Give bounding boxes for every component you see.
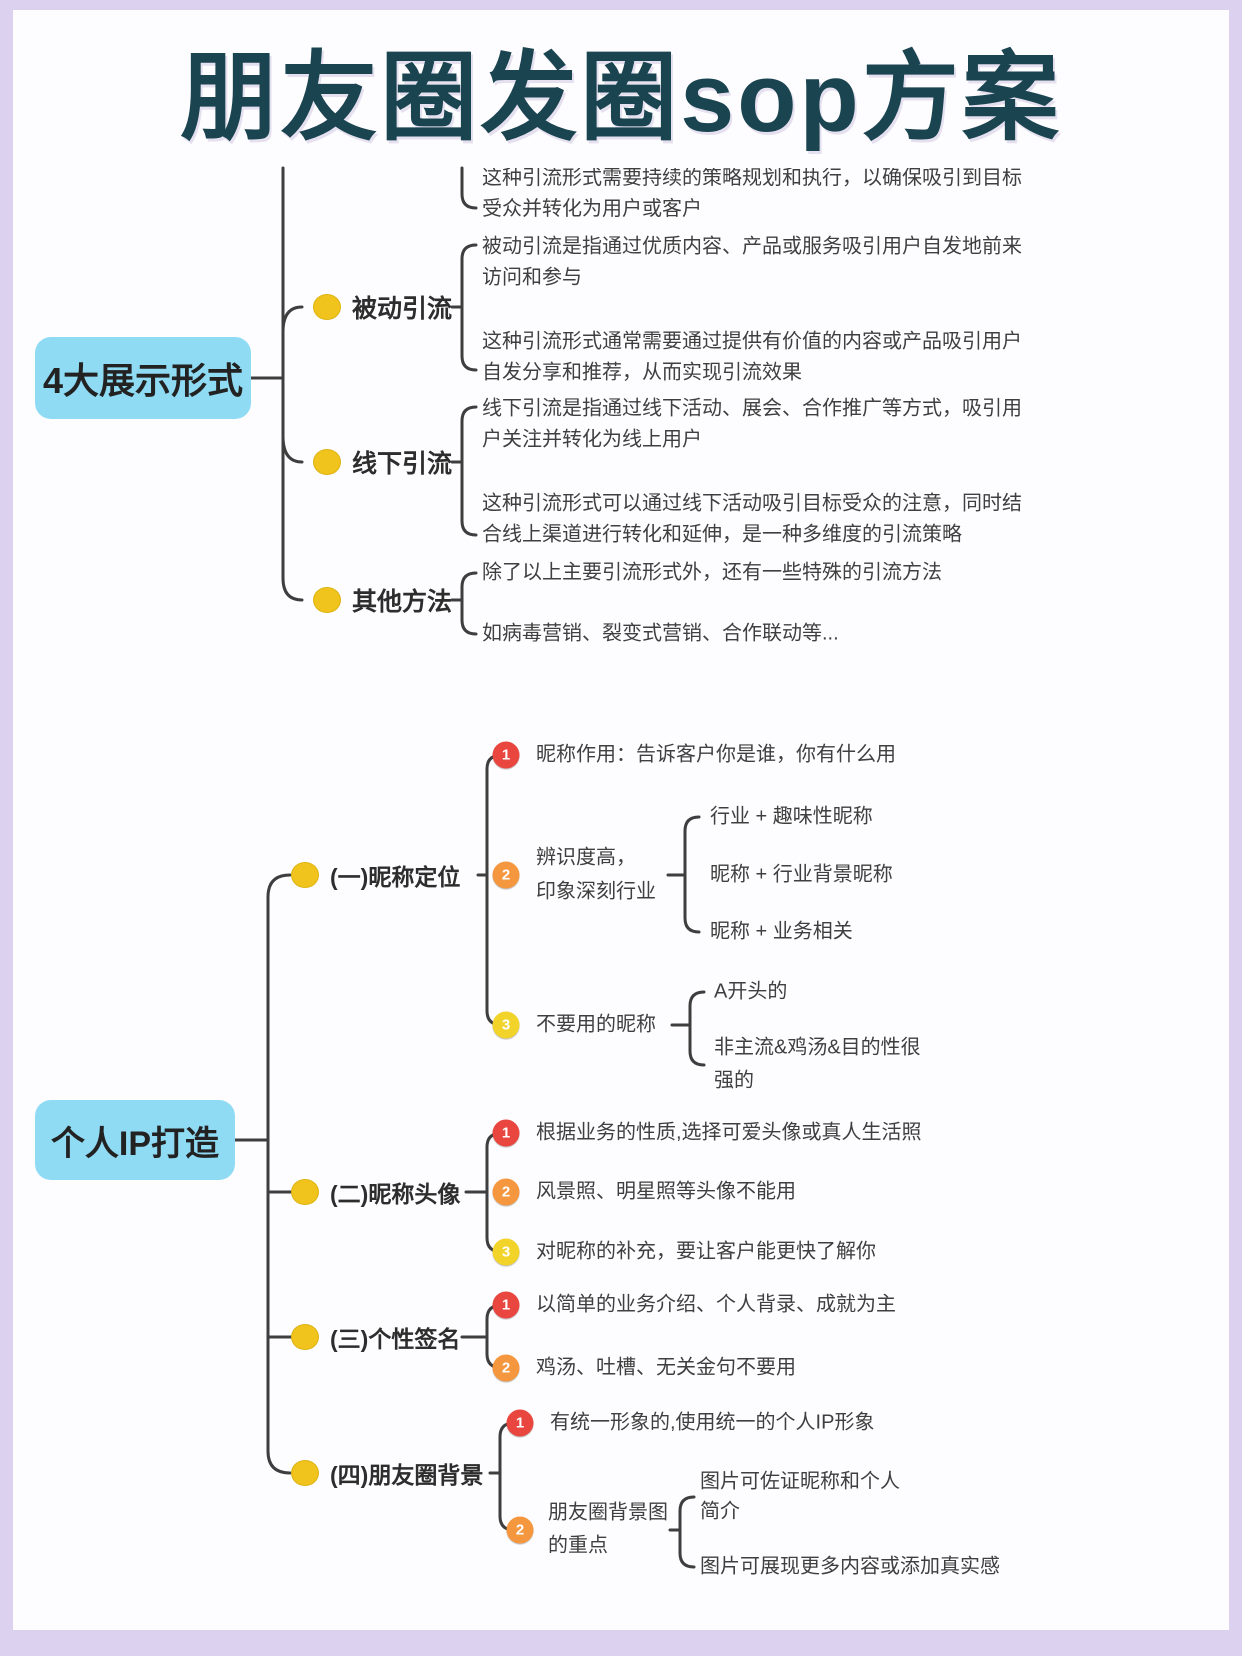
branch-label-signature: (三)个性签名	[330, 1326, 461, 1352]
branch-dot	[291, 1324, 319, 1350]
numbered-badge-2: 2	[492, 861, 520, 889]
branch-label-passive-traffic: 被动引流	[352, 295, 453, 323]
note-line: 昵称 + 行业背景昵称	[710, 863, 893, 886]
note-line: 非主流&鸡汤&目的性很	[714, 1036, 921, 1059]
note-line: 印象深刻行业	[536, 880, 656, 903]
branch-label-nickname-avatar: (二)昵称头像	[330, 1181, 461, 1207]
note-line: 行业 + 趣味性昵称	[710, 805, 873, 828]
note-line: 对昵称的补充，要让客户能更快了解你	[536, 1240, 876, 1263]
branch-dot	[313, 587, 341, 613]
numbered-badge-1: 1	[492, 741, 520, 769]
branch-dot	[313, 294, 341, 320]
root-node-personal-ip: 个人IP打造	[35, 1100, 235, 1180]
note-line: A开头的	[714, 980, 788, 1003]
branch-label-nickname-positioning: (一)昵称定位	[330, 864, 461, 890]
note-line: 这种引流形式可以通过线下活动吸引目标受众的注意，同时结	[482, 492, 1022, 515]
note-line: 根据业务的性质,选择可爱头像或真人生活照	[536, 1121, 922, 1144]
note-line: 不要用的昵称	[536, 1013, 656, 1036]
note-line: 自发分享和推荐，从而实现引流效果	[482, 361, 802, 384]
note-line: 访问和参与	[482, 266, 582, 289]
note-line: 风景照、明星照等头像不能用	[536, 1180, 796, 1203]
numbered-badge-2: 2	[492, 1178, 520, 1206]
numbered-badge-1: 1	[492, 1119, 520, 1147]
note-line: 简介	[700, 1500, 740, 1523]
page-title: 朋友圈发圈sop方案	[180, 43, 1062, 152]
numbered-badge-2: 2	[492, 1354, 520, 1382]
note-line: 线下引流是指通过线下活动、展会、合作推广等方式，吸引用	[482, 397, 1022, 420]
poster-canvas	[13, 10, 1229, 1630]
note-line: 的重点	[548, 1534, 608, 1557]
note-line: 昵称作用：告诉客户你是谁，你有什么用	[536, 743, 896, 766]
branch-dot	[313, 449, 341, 475]
note-line: 鸡汤、吐槽、无关金句不要用	[536, 1356, 796, 1379]
note-line: 图片可展现更多内容或添加真实感	[700, 1555, 1000, 1578]
numbered-badge-2: 2	[506, 1516, 534, 1544]
note-line: 昵称 + 业务相关	[710, 920, 853, 943]
numbered-badge-1: 1	[492, 1291, 520, 1319]
numbered-badge-3: 3	[492, 1238, 520, 1266]
note-line: 户关注并转化为线上用户	[482, 428, 702, 451]
branch-label-moments-background: (四)朋友圈背景	[330, 1462, 484, 1488]
note-line: 除了以上主要引流形式外，还有一些特殊的引流方法	[482, 561, 942, 584]
branch-label-other-methods: 其他方法	[352, 588, 453, 616]
branch-dot	[291, 1460, 319, 1486]
cutoff-branch-text: 这种引流形式需要持续的策略规划和执行，以确保吸引到目标 受众并转化为用户或客户	[480, 168, 1045, 226]
note-line: 这种引流形式通常需要通过提供有价值的内容或产品吸引用户	[482, 330, 1022, 353]
branch-dot	[291, 1179, 319, 1205]
numbered-badge-1: 1	[506, 1409, 534, 1437]
note-line: 辨识度高，	[536, 846, 636, 869]
note-line: 被动引流是指通过优质内容、产品或服务吸引用户自发地前来	[482, 235, 1022, 258]
note-line: 有统一形象的,使用统一的个人IP形象	[550, 1411, 875, 1434]
note-line: 这种引流形式需要持续的策略规划和执行，以确保吸引到目标	[482, 168, 1022, 189]
branch-label-offline-traffic: 线下引流	[352, 450, 453, 478]
note-line: 合线上渠道进行转化和延伸，是一种多维度的引流策略	[482, 523, 962, 546]
branch-dot	[291, 862, 319, 888]
note-line: 朋友圈背景图	[548, 1501, 668, 1524]
note-line: 以简单的业务介绍、个人背录、成就为主	[536, 1293, 896, 1316]
numbered-badge-3: 3	[492, 1011, 520, 1039]
note-line: 强的	[714, 1069, 754, 1092]
note-line: 受众并转化为用户或客户	[482, 198, 702, 220]
root-node-display-forms: 4大展示形式	[35, 337, 251, 419]
note-line: 图片可佐证昵称和个人	[700, 1470, 900, 1493]
note-line: 如病毒营销、裂变式营销、合作联动等...	[482, 622, 839, 645]
